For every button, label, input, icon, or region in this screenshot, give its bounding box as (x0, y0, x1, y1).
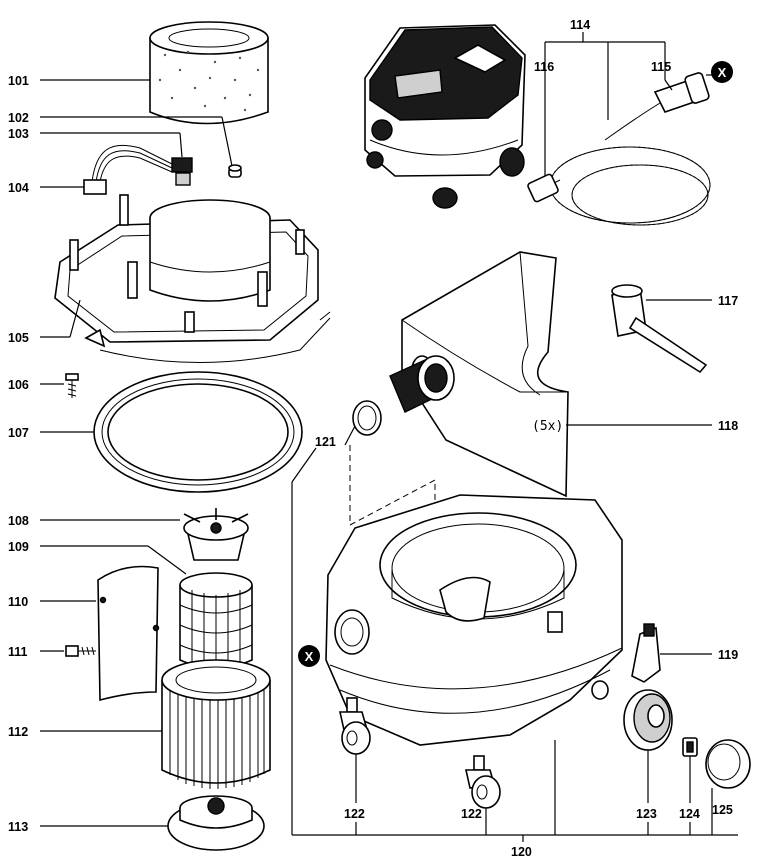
label-110: 110 (8, 595, 28, 609)
hose-inlet-connector (389, 355, 455, 413)
part-122-caster-b (465, 755, 501, 809)
label-111: 111 (8, 645, 28, 659)
part-103-switch (171, 157, 193, 186)
part-115-hose-fitting (653, 72, 710, 113)
part-119-latch (631, 623, 661, 683)
part-105-housing (54, 194, 331, 363)
part-117-tool (611, 284, 708, 374)
label-123: 123 (636, 807, 657, 821)
label-102: 102 (8, 111, 29, 125)
part-123-wheel (623, 689, 673, 751)
label-122-a: 122 (344, 807, 365, 821)
part-124-clip (682, 737, 698, 757)
label-101: 101 (8, 74, 29, 88)
label-109: 109 (8, 540, 29, 554)
label-122-b: 122 (461, 807, 482, 821)
leader-lines (40, 32, 738, 842)
label-120: 120 (511, 845, 532, 859)
x-marker-container: X (298, 645, 320, 667)
part-113-filter-base (167, 795, 265, 851)
svg-text:X: X (718, 65, 727, 80)
label-105: 105 (8, 331, 29, 345)
x-marker-hose: X (711, 61, 733, 83)
part-111-screw (65, 645, 96, 657)
part-116-hose (527, 99, 711, 226)
label-124: 124 (679, 807, 700, 821)
part-101-foam-filter (149, 21, 269, 125)
label-107: 107 (8, 426, 29, 440)
label-114: 114 (570, 18, 590, 32)
label-115: 115 (651, 60, 671, 74)
label-121: 121 (315, 435, 336, 449)
label-112: 112 (8, 725, 28, 739)
label-106: 106 (8, 378, 29, 392)
part-110-deflector-plate (97, 565, 160, 702)
part-102-cap (228, 164, 242, 178)
label-125: 125 (712, 803, 733, 817)
part-121-oring (352, 400, 382, 436)
part-108-float-valve (183, 508, 249, 561)
label-116: 116 (534, 60, 554, 74)
label-103: 103 (8, 127, 29, 141)
part-107-seal-ring (93, 371, 303, 493)
part-104-cable-harness (83, 144, 173, 195)
label-108: 108 (8, 514, 29, 528)
assembled-vacuum (364, 24, 526, 209)
label-113: 113 (8, 820, 28, 834)
part-106-screw (65, 373, 79, 398)
label-104: 104 (8, 181, 29, 195)
label-117: 117 (718, 294, 738, 308)
svg-text:X: X (305, 649, 314, 664)
part-109-filter-cage (179, 572, 253, 672)
quantity-note: (5x) (532, 419, 563, 434)
label-118: 118 (718, 419, 738, 433)
part-125-hub-cap (705, 739, 751, 789)
label-119: 119 (718, 648, 738, 662)
part-112-cartridge-filter (161, 659, 271, 789)
part-120-container (325, 494, 623, 746)
